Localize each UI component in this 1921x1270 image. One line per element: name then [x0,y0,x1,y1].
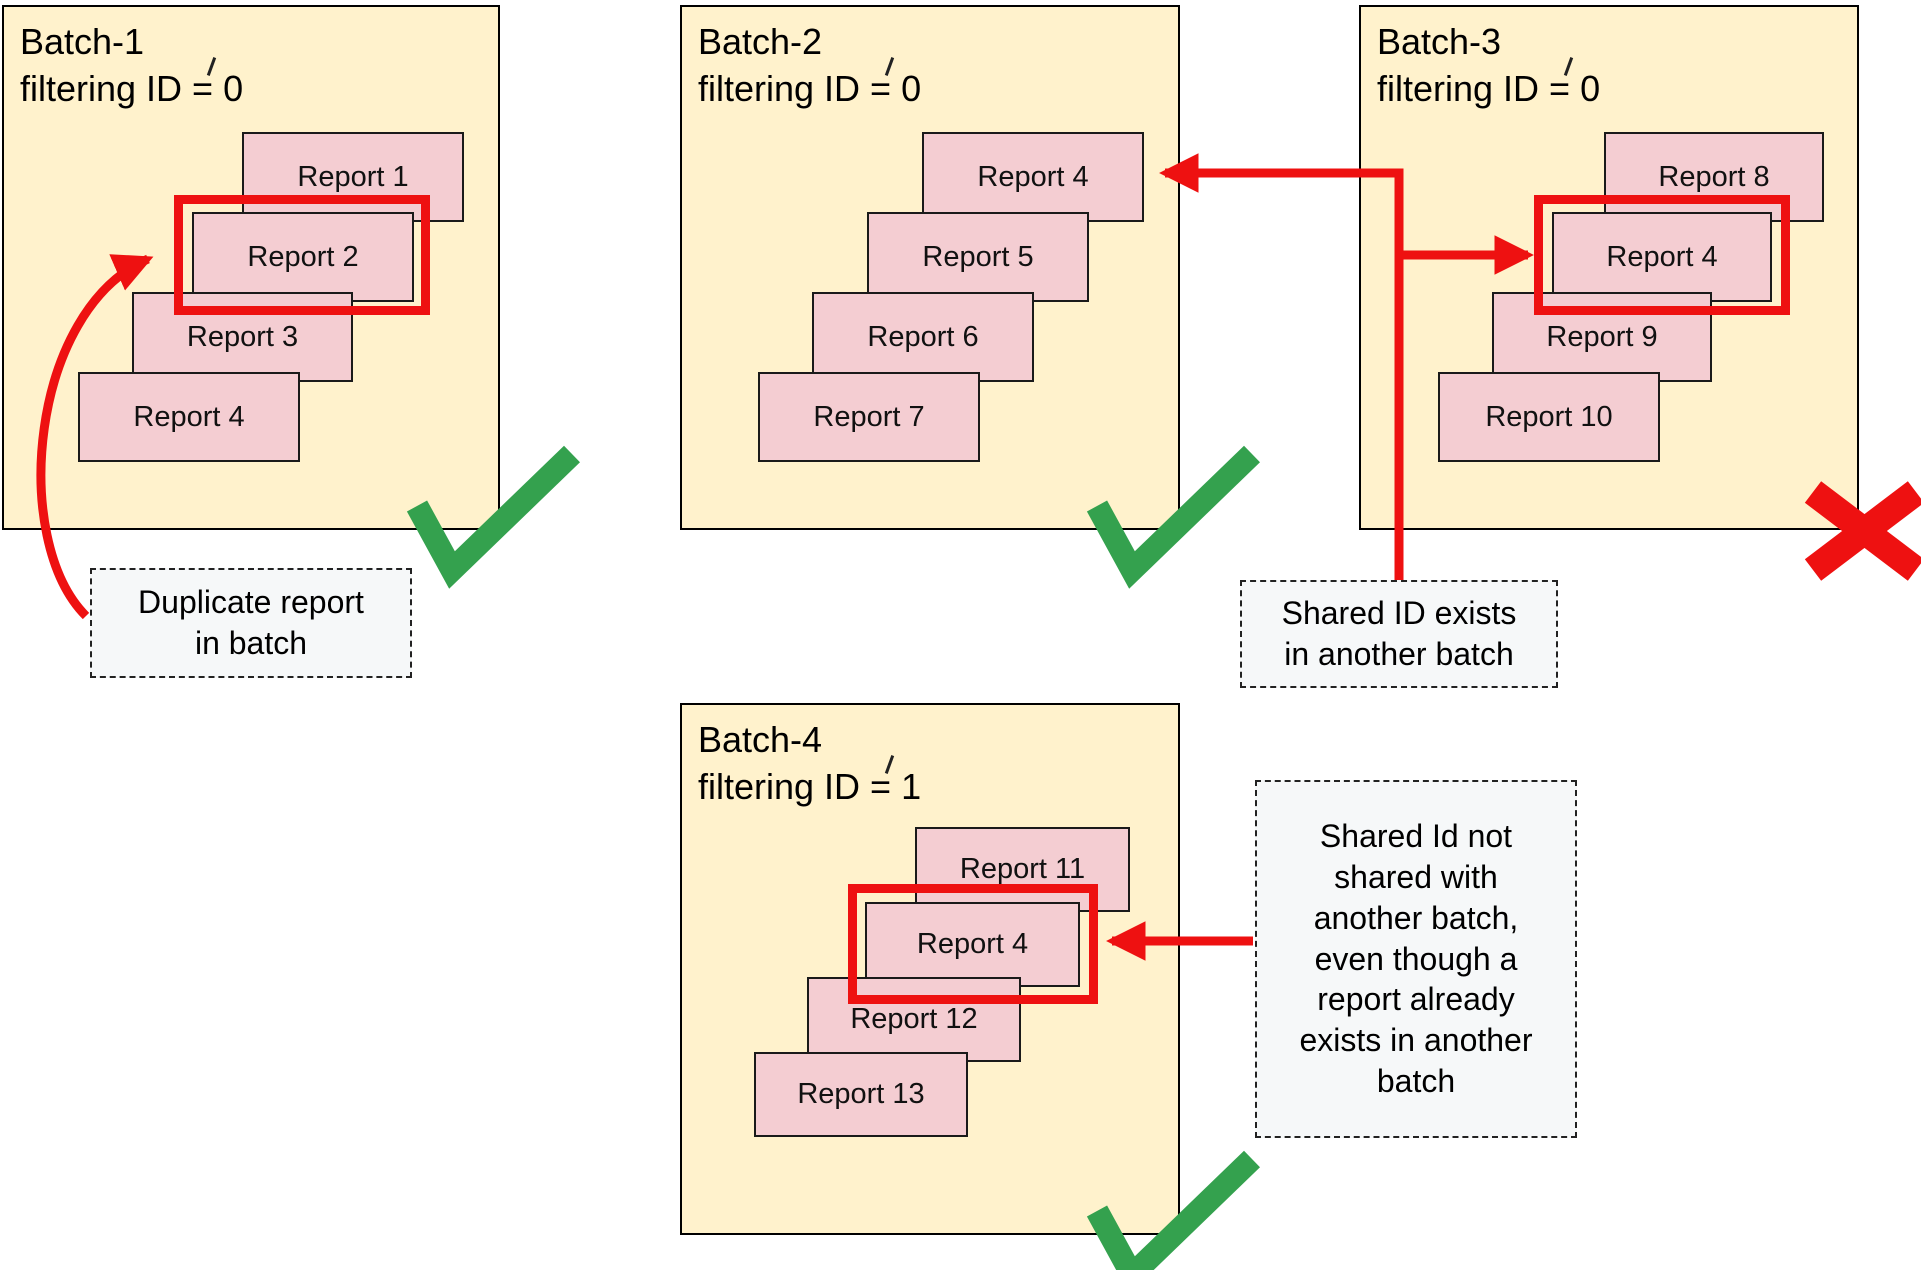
batch-4: Batch-4 filtering ID = 1 Report 11 Repor… [680,703,1180,1235]
report-card: Report 5 [867,212,1089,302]
report-card: Report 4 [78,372,300,462]
shared-report-highlight-ring [1534,195,1790,315]
batch-2-title: Batch-2 filtering ID = 0 [698,21,922,109]
batch-2: Batch-2 filtering ID = 0 Report 4 Report… [680,5,1180,530]
batch-1: Batch-1 filtering ID = 0 Report 1 Report… [2,5,500,530]
shared-report-highlight-ring [848,884,1098,1004]
shared-id-not-shared-label: Shared Id not shared with another batch,… [1255,780,1577,1138]
duplicate-report-label: Duplicate report in batch [90,568,412,678]
report-card: Report 10 [1438,372,1660,462]
shared-id-exists-label: Shared ID exists in another batch [1240,580,1558,688]
batch-4-title: Batch-4 filtering ID = 1 [698,719,922,807]
batch-3: Batch-3 filtering ID = 0 Report 8 Report… [1359,5,1859,530]
report-card: Report 7 [758,372,980,462]
report-card-shared: Report 4 [922,132,1144,222]
report-card: Report 6 [812,292,1034,382]
batch-3-title: Batch-3 filtering ID = 0 [1377,21,1601,109]
report-card-duplicate: Report 2 [192,212,414,302]
report-card: Report 1 [242,132,464,222]
report-card: Report 13 [754,1052,968,1137]
batch-1-title: Batch-1 filtering ID = 0 [20,21,244,109]
duplicate-report-highlight-ring [174,195,430,315]
